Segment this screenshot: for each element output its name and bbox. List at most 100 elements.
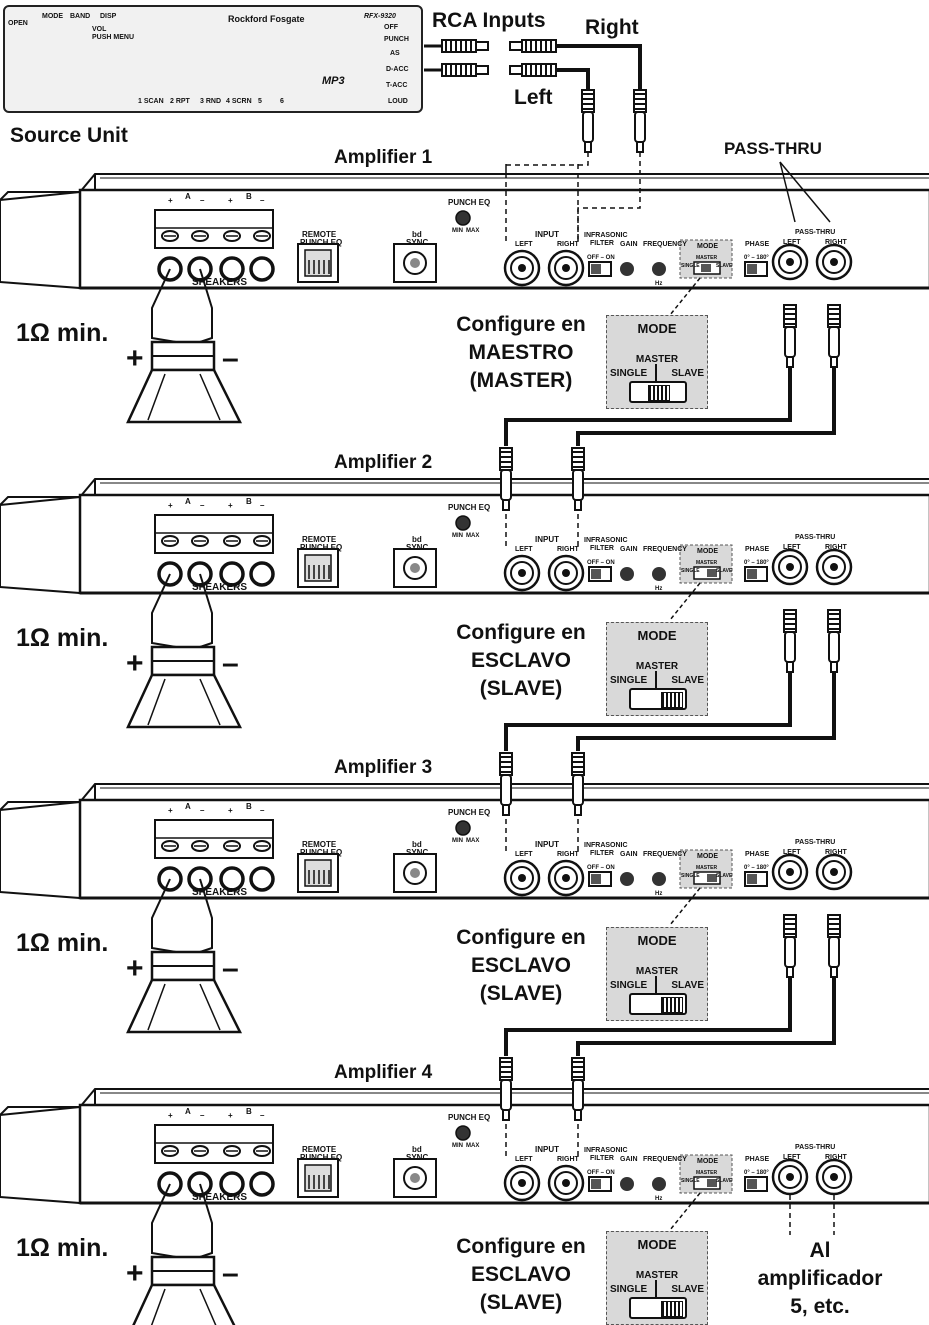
amplifier-2-passthru-jack-pin-0 xyxy=(786,563,794,571)
amplifier-3-mode-knob xyxy=(707,874,717,882)
amplifier-1-speakers-label: SPEAKERS xyxy=(192,277,248,288)
amplifier-1-title: Amplifier 1 xyxy=(334,147,433,168)
chain-1-plug-out-left-body xyxy=(784,326,796,358)
amplifier-3-endcap-top xyxy=(0,801,80,811)
amplifier-2-pass-left-label: LEFT xyxy=(783,544,801,551)
amplifier-3-filter-label: FILTER xyxy=(590,850,614,857)
mode-switch xyxy=(629,688,687,710)
config-english: (MASTER) xyxy=(469,369,573,392)
source-unit-label: Source Unit xyxy=(10,124,128,147)
amplifier-1-sync-port xyxy=(393,243,437,283)
amplifier-2-remote-label: REMOTE xyxy=(302,535,337,544)
chain-1-plug-in-right xyxy=(571,447,585,511)
amplifier-3-config-note: Configure en ESCLAVO (SLAVE) xyxy=(436,924,606,1008)
slave-label: SLAVE xyxy=(671,980,704,991)
amplifier-1-off-on-label: OFF – ON xyxy=(587,255,615,261)
amplifier-2-single-label: SINGLE xyxy=(681,568,700,574)
amplifier-2-master-label: MASTER xyxy=(696,560,718,566)
amplifier-2-hz-label: Hz xyxy=(655,586,663,592)
chain-2-plug-in-left-tip xyxy=(502,804,510,816)
amplifier-1-input-jack-pin-1 xyxy=(562,264,570,272)
amplifier-3-terminal-a-label: A xyxy=(185,802,191,811)
amplifier-4-terminal-b-plus: + xyxy=(228,1111,233,1120)
rca-plug-left-cable xyxy=(509,63,557,77)
mp3-badge: MP3 xyxy=(322,75,345,87)
amplifier-4-terminal-b-label: B xyxy=(246,1107,252,1116)
amplifier-2-slave-label: SLAVE xyxy=(716,568,733,574)
amplifier-2-terminal-a-label: A xyxy=(185,497,191,506)
amplifier-2-frequency-label: FREQUENCY xyxy=(643,546,687,553)
amplifier-4-speaker-port-3 xyxy=(249,1171,275,1197)
open-label: OPEN xyxy=(8,20,28,27)
amplifier-4-speakers-label: SPEAKERS xyxy=(192,1192,248,1203)
amplifier-2-punch-eq-label: PUNCH EQ xyxy=(448,503,491,512)
mode-switch xyxy=(629,381,687,403)
config-mode: ESCLAVO xyxy=(471,1263,571,1286)
amplifier-2-bd-label: bd xyxy=(412,535,422,544)
amplifier-4-speaker-port-2 xyxy=(219,1171,245,1197)
amplifier-4-speaker-rib-1 xyxy=(150,1288,166,1325)
amplifier-2-pass-thru-label: PASS-THRU xyxy=(795,534,836,541)
config-prefix: Configure en xyxy=(456,621,586,644)
rca-plug-right-cable xyxy=(509,39,557,53)
amplifier-3-phase-knob xyxy=(747,874,757,884)
amplifier-3-master-label: MASTER xyxy=(696,865,718,871)
mode-switch xyxy=(629,1297,687,1319)
t-acc-button: T-ACC xyxy=(386,82,408,89)
amplifier-4-mode-label: MODE xyxy=(697,1158,718,1165)
amplifier-4-phase-label: PHASE xyxy=(745,1156,770,1163)
rca-plug-left-drop-body xyxy=(582,111,594,143)
mode-switch xyxy=(629,993,687,1015)
amplifier-4-mode-callout-leader xyxy=(669,1192,701,1231)
preset-2-button: 2 RPT xyxy=(170,98,190,105)
amplifier-2-impedance: 1Ω min. xyxy=(16,624,109,652)
amplifier-4-endcap xyxy=(0,1105,81,1205)
preset-3-button: 3 RND xyxy=(200,98,222,105)
amplifier-2 xyxy=(0,469,929,729)
amplifier-3-terminal-a-minus: – xyxy=(200,806,205,815)
amplifier-4-phase-knob xyxy=(747,1179,757,1189)
chain-3-plug-out-left xyxy=(783,914,797,978)
amplifier-1-terminal-a-minus: – xyxy=(200,196,205,205)
chain-3-plug-in-right xyxy=(571,1057,585,1121)
band-button: BAND xyxy=(70,13,91,20)
speaker-4-minus: – xyxy=(222,1257,239,1290)
amplifier-2-filter-label: FILTER xyxy=(590,545,614,552)
amplifier-2-endcap-top xyxy=(0,496,80,506)
amplifier-2-endcap xyxy=(0,495,81,595)
amplifier-3-input-jack-pin-0 xyxy=(518,874,526,882)
amplifier-1-speaker-wire-plus xyxy=(151,268,177,343)
chain-2-plug-in-right xyxy=(571,752,585,816)
amplifier-4-terminal-a-plus: + xyxy=(168,1111,173,1120)
master-tick xyxy=(655,976,657,994)
amplifier-4-impedance: 1Ω min. xyxy=(16,1234,109,1262)
amplifier-1-phase-values: 0° – 180° xyxy=(744,255,769,261)
chain-1-plug-out-right-body xyxy=(828,326,840,358)
config-english: (SLAVE) xyxy=(479,677,563,700)
preset-5-button: 5 xyxy=(258,98,262,105)
amplifier-3-punch-eq-label: PUNCH EQ xyxy=(448,808,491,817)
amplifier-1-single-label: SINGLE xyxy=(681,263,700,269)
master-label: MASTER xyxy=(635,354,679,365)
chain-2-plug-out-left-body xyxy=(784,631,796,663)
speaker-1-minus: – xyxy=(222,342,239,375)
amplifier-2-speaker-port-2 xyxy=(219,561,245,587)
amplifier-1-mode-label: MODE xyxy=(697,243,718,250)
rca-plug-left-source-tip xyxy=(475,65,489,75)
amplifier-1-config-note: Configure en MAESTRO (MASTER) xyxy=(436,311,606,395)
amplifier-2-speaker-rib-2 xyxy=(199,678,221,726)
source-left-dashed-link xyxy=(505,152,589,178)
amplifier-3-mode-callout-leader xyxy=(669,887,701,926)
amplifier-1-punch-eq-knob xyxy=(455,210,471,226)
amplifier-3-mode-callout: MODE MASTER SINGLE SLAVE xyxy=(606,927,708,1021)
amplifier-1-remote-label: REMOTE xyxy=(302,230,337,239)
rca-plug-left-drop xyxy=(581,89,595,153)
master-label: MASTER xyxy=(635,661,679,672)
amplifier-1-passthru-jack-pin-1 xyxy=(830,258,838,266)
amplifier-3-passthru-jack-pin-1 xyxy=(830,868,838,876)
amplifier-2-title: Amplifier 2 xyxy=(334,452,433,473)
amplifier-1-pass-thru-label: PASS-THRU xyxy=(795,229,836,236)
amplifier-3-speaker-rib-2 xyxy=(199,983,221,1031)
speaker-4-plus: + xyxy=(126,1257,144,1290)
chain-3-plug-out-right xyxy=(827,914,841,978)
